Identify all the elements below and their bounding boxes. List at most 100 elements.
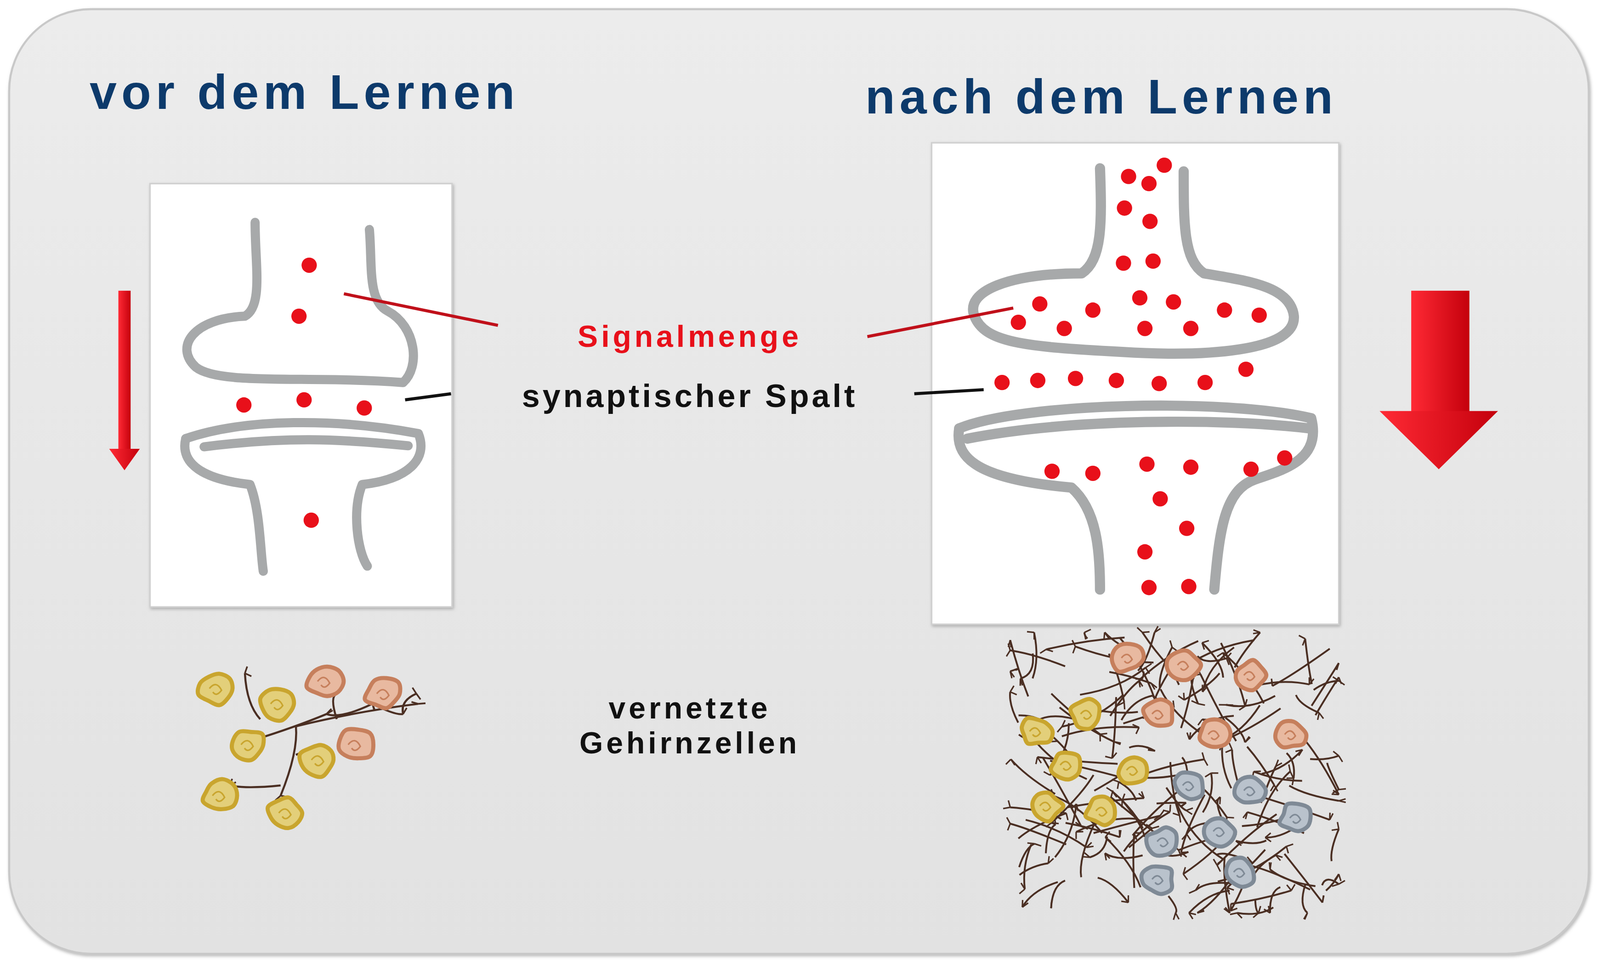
signal-dot — [1085, 302, 1101, 318]
dendrite — [402, 693, 417, 715]
dendrite-twig — [1230, 908, 1238, 911]
dendrite-twig — [1020, 678, 1023, 686]
brain-cell — [1199, 719, 1231, 748]
dendrite-twig — [1183, 867, 1186, 875]
dendrite-twig — [1175, 913, 1179, 920]
dendrite-twig — [1147, 750, 1155, 752]
signal-dot — [1141, 175, 1157, 192]
dendrite — [333, 693, 337, 720]
dendrite-twig — [1253, 629, 1261, 633]
dendrite-twig — [1265, 837, 1272, 842]
signal-dot — [1152, 491, 1168, 507]
dendrite-twig — [1304, 913, 1308, 920]
signal-dots — [994, 157, 1293, 596]
signal-dot — [1165, 294, 1181, 310]
signal-dot — [1120, 168, 1136, 184]
dendrite-twig — [1019, 678, 1022, 687]
signal-dot — [1030, 373, 1046, 389]
dendrite-twig — [1336, 663, 1339, 670]
dendrite-twig — [1043, 771, 1050, 776]
dendrite-twig — [1007, 823, 1011, 831]
neuron-cluster — [1003, 626, 1346, 920]
dendrite — [1202, 647, 1234, 693]
dendrite — [1189, 890, 1231, 914]
synapse-panel — [149, 183, 452, 608]
brain-cell — [260, 689, 295, 721]
dendrite-twig — [1005, 759, 1011, 765]
dendrite — [1270, 869, 1316, 887]
dendrite — [1009, 640, 1028, 698]
dendrite-twig — [1290, 771, 1294, 778]
brain-cell — [1141, 866, 1173, 895]
cell-nucleus — [348, 740, 361, 751]
dendrite-twig — [1226, 817, 1235, 819]
dendrite-twig — [1135, 727, 1140, 734]
synapse-outline — [958, 168, 1313, 590]
dendrite-twig — [1084, 629, 1091, 633]
dendrite-twig — [1332, 789, 1339, 794]
dendrite — [1327, 763, 1339, 790]
dendrite-twig — [1132, 724, 1140, 728]
dendrite — [1289, 785, 1340, 801]
dendrite — [1310, 755, 1339, 760]
brain-cell — [1050, 752, 1081, 780]
signal-dot — [1115, 255, 1131, 271]
brain-cell — [1146, 827, 1177, 857]
dendrite-twig — [1258, 906, 1261, 914]
dendrite-twig — [1006, 817, 1010, 824]
dendrite-twig — [1225, 749, 1232, 753]
dendrite — [1255, 899, 1259, 914]
cell-nucleus — [1095, 807, 1107, 817]
dendrite-twig — [1202, 752, 1204, 760]
dendrite-twig — [1195, 884, 1200, 891]
annotation-label: vernetzte Gehirnzellen — [561, 691, 819, 761]
signal-dot — [1085, 465, 1101, 482]
postsynapse-membrane — [967, 421, 1310, 439]
signal-dot — [296, 392, 312, 408]
dendrite-twig — [1145, 663, 1152, 669]
dendrite — [280, 726, 297, 796]
postsynapse — [184, 438, 264, 572]
dendrite-twig — [1229, 903, 1232, 912]
dendrite-twig — [1275, 760, 1279, 767]
dendrite-twig — [1148, 748, 1156, 751]
cell-nucleus — [270, 700, 283, 710]
dendrite-twig — [1339, 880, 1346, 885]
dendrite — [1112, 791, 1143, 829]
dendrite-twig — [1242, 812, 1248, 819]
cell-nucleus — [1243, 787, 1255, 796]
dendrite-twig — [1163, 810, 1170, 812]
dendrite — [1247, 865, 1311, 891]
dendrite-twig — [1183, 692, 1185, 701]
cell-nucleus — [278, 809, 291, 819]
brain-cell — [1021, 718, 1053, 745]
dendrite — [244, 673, 261, 720]
annotation-label: synaptischer Spalt — [521, 377, 858, 415]
brain-cell — [1203, 818, 1236, 847]
dendrite-twig — [418, 703, 426, 704]
dendrite-twig — [1154, 626, 1159, 633]
dendrite-twig — [1286, 844, 1294, 847]
dendrite — [1079, 667, 1146, 695]
dendrite-twig — [1035, 757, 1038, 765]
brain-cell — [197, 674, 233, 706]
dendrite — [1272, 648, 1330, 687]
dendrite — [1009, 692, 1019, 723]
brain-cell — [1174, 772, 1203, 800]
dendrite-twig — [1105, 853, 1111, 859]
dendrite-twig — [1008, 800, 1010, 808]
dendrite — [1105, 837, 1141, 888]
dendrite-twig — [411, 702, 419, 704]
dendrite-twig — [1201, 685, 1203, 693]
dendrite-twig — [1072, 646, 1076, 654]
dendrite-twig — [1253, 770, 1261, 773]
dendrite-twig — [1253, 913, 1259, 918]
dendrite-twig — [1034, 844, 1042, 847]
dendrite — [1024, 844, 1032, 890]
dendrite — [1304, 740, 1339, 795]
signal-dot — [1238, 361, 1254, 377]
dendrite-twig — [1270, 862, 1271, 870]
dendrite — [1168, 896, 1177, 914]
signal-dot — [1139, 456, 1155, 472]
brain-cell — [1234, 777, 1266, 803]
